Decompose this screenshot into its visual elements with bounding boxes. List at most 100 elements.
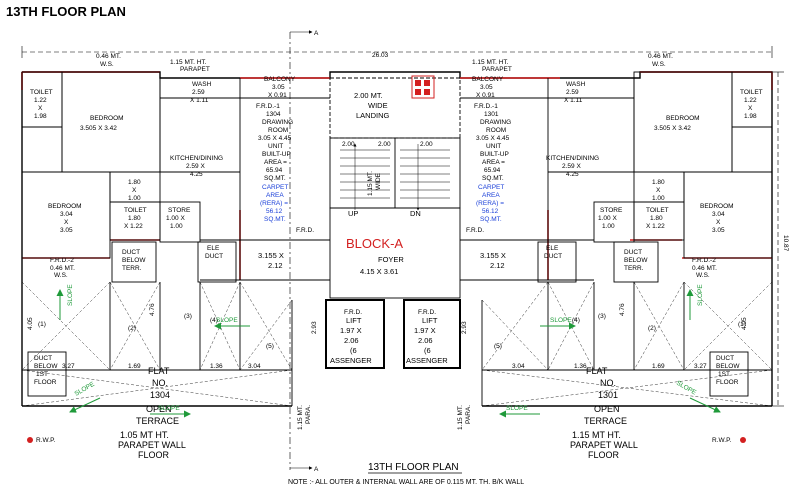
lift-left-cap: (6	[350, 346, 357, 355]
right-parapet-ht: 1.15 MT HT.	[572, 430, 621, 440]
left-drawing-room: ROOM	[268, 127, 288, 134]
right-ws-top-2: W.S.	[652, 61, 666, 68]
right-mark-2: (2)	[648, 325, 656, 332]
right-duct1st-2: BELOW	[716, 363, 740, 370]
right-toilet1-label: TOILET	[740, 89, 763, 96]
right-builtup-value: 65.94	[484, 167, 501, 174]
right-toilet1-w: 1.22	[744, 97, 757, 104]
fire-equipment-icon	[411, 75, 435, 99]
lift-right-frd: F.R.D.	[418, 309, 436, 316]
lift-right-w: 1.97 X	[414, 326, 436, 335]
right-drawing-size: 3.05 X 4.45	[476, 135, 510, 142]
stair-treads	[340, 143, 450, 211]
right-passage-x: X	[656, 187, 661, 194]
right-rwp-label: R.W.P.	[712, 437, 732, 444]
foyer-label: FOYER	[378, 255, 404, 264]
left-balcony-w: 3.05	[272, 84, 285, 91]
left-lobby-w: 3.155 X	[258, 251, 284, 260]
left-toilet2-w: 1.80	[128, 215, 141, 222]
left-duct1st-2: BELOW	[34, 363, 58, 370]
block-name: BLOCK-A	[346, 236, 403, 251]
right-toilet2-label: TOILET	[646, 207, 669, 214]
core-frd-right: F.R.D.	[466, 227, 484, 234]
rwp-marker-left	[27, 437, 33, 443]
right-carpet-area: AREA	[482, 192, 500, 199]
left-balcony-d: X 0.91	[268, 92, 287, 99]
left-duct-terr: TERR.	[122, 265, 142, 272]
right-lobby-d: 2.12	[490, 261, 505, 270]
right-duct-below: BELOW	[624, 257, 648, 264]
left-parapet-wall: PARAPET WALL	[118, 440, 186, 450]
right-unit-label: UNIT	[486, 143, 501, 150]
left-dim-d: 1.36	[210, 363, 223, 370]
left-duct1st-4: FLOOR	[34, 379, 57, 386]
right-balcony-d: X 0.91	[476, 92, 495, 99]
left-mark-3: (3)	[184, 313, 192, 320]
left-unit-label: UNIT	[268, 143, 283, 150]
overall-depth-label: 10.87	[782, 235, 789, 252]
left-duct-below: BELOW	[122, 257, 146, 264]
section-mark-bottom: A	[314, 466, 319, 473]
stair-dim-mid: 2.00	[378, 141, 391, 148]
right-builtup-label: BUILT-UP	[480, 151, 509, 158]
right-duct1st-3: 1ST	[718, 371, 730, 378]
right-mark-1: (1)	[738, 321, 746, 328]
right-store-d: 1.00	[602, 223, 615, 230]
lift-left-w: 1.97 X	[340, 326, 362, 335]
right-frd2-label: F.R.D.-2	[692, 257, 716, 264]
lift-left-label: LIFT	[346, 316, 362, 325]
left-ele-label: ELE	[207, 245, 220, 252]
right-drawing-room: ROOM	[486, 127, 506, 134]
left-unit-number: 1304	[266, 111, 281, 118]
right-duct-terr: TERR.	[624, 265, 644, 272]
bottom-title: 13TH FLOOR PLAN	[368, 462, 459, 473]
right-duct1st-1: DUCT	[716, 355, 734, 362]
right-slope-2: SLOPE	[550, 317, 572, 324]
stair-up-label: UP	[348, 209, 358, 218]
right-ws-side-2: W.S.	[696, 272, 710, 279]
right-dim-d: 1.36	[574, 363, 587, 370]
left-duct1st-1: DUCT	[34, 355, 52, 362]
right-mark-3: (3)	[598, 313, 606, 320]
right-dim-a: 4.05	[741, 317, 748, 330]
left-carpet-value: 56.12	[266, 208, 283, 215]
left-wash-w: 2.59	[192, 89, 205, 96]
para-right-1: 1.15 MT.	[457, 405, 464, 430]
section-mark-top: A	[314, 30, 319, 37]
lift-left-pass: ASSENGER	[330, 356, 372, 365]
left-rwp-label: R.W.P.	[36, 437, 56, 444]
left-bedroom2-d: 3.05	[60, 227, 73, 234]
left-slope-2: SLOPE	[216, 317, 238, 324]
right-parapet-wall: PARAPET WALL	[570, 440, 638, 450]
left-flat-label: FLAT	[148, 366, 170, 376]
right-drawing-frd: F.R.D.-1	[474, 103, 498, 110]
right-flat-label: FLAT	[586, 366, 608, 376]
stair-dim-left: 2.00	[342, 141, 355, 148]
right-duct1st-4: FLOOR	[716, 379, 739, 386]
left-carpet-rera: (RERA) =	[260, 200, 288, 207]
left-terrace-label: TERRACE	[136, 416, 179, 426]
right-builtup-unit: SQ.MT.	[482, 175, 504, 182]
right-mark-4: (4)	[572, 317, 580, 324]
left-store-d: 1.00	[170, 223, 183, 230]
wall-note: NOTE :- ALL OUTER & INTERNAL WALL ARE OF…	[288, 479, 524, 486]
left-parapet-label-1: 1.15 MT. HT.	[170, 59, 207, 66]
left-bedroom1-size: 3.505 X 3.42	[80, 125, 117, 132]
right-bedroom1-label: BEDROOM	[666, 115, 700, 122]
right-dim-f: 3.27	[694, 363, 707, 370]
landing-line-3: LANDING	[356, 111, 390, 120]
right-carpet-rera: (RERA) =	[476, 200, 504, 207]
para-left-1: 1.15 MT.	[297, 405, 304, 430]
right-store-w: 1.00 X	[598, 215, 617, 222]
left-flat-number: 1304	[150, 390, 170, 400]
right-carpet-unit: SQ.MT.	[480, 216, 502, 223]
left-dim-b: 4.76	[149, 303, 156, 316]
right-toilet2-d: X 1.22	[646, 223, 665, 230]
lift-right-pass: ASSENGER	[406, 356, 448, 365]
right-passage-d: 1.00	[652, 195, 665, 202]
left-drawing-label: DRAWING	[262, 119, 293, 126]
left-wash-d: X 1.11	[190, 97, 209, 104]
right-duct-label: DUCT	[624, 249, 642, 256]
right-balcony-w: 3.05	[480, 84, 493, 91]
